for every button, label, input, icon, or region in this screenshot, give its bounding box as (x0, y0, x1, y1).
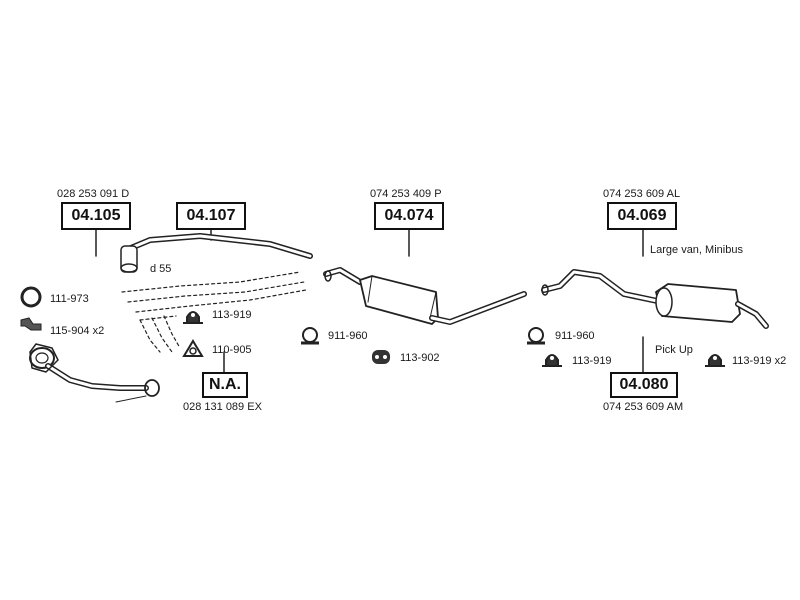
ref-04069: 074 253 609 AL (603, 188, 681, 200)
accessory-911-960-middle: 911-960 (328, 330, 368, 342)
gasket-icon (182, 339, 204, 357)
accessory-110-905: 110-905 (212, 344, 252, 356)
vehicle-note-04069: Large van, Minibus (650, 244, 743, 256)
rubber-mount-icon (183, 311, 203, 324)
ref-04105: 028 253 091 D (57, 188, 130, 200)
part-box-04105[interactable]: 04.105 (61, 202, 131, 230)
rubber-mount-icon-pair (705, 354, 725, 367)
part-box-04074[interactable]: 04.074 (374, 202, 444, 230)
accessory-911-960-right: 911-960 (555, 330, 595, 342)
part-box-na[interactable]: N.A. (202, 372, 248, 398)
rubber-mount-icon-right (542, 354, 562, 367)
seal-ring-icon (20, 286, 42, 308)
front-pipe-04107 (120, 233, 313, 273)
ref-na: 028 131 089 EX (183, 401, 262, 413)
middle-muffler-04074 (323, 267, 527, 325)
u-clamp-icon-right (527, 327, 545, 345)
part-box-04069[interactable]: 04.069 (607, 202, 677, 230)
part-box-04107[interactable]: 04.107 (176, 202, 246, 230)
accessory-115-904: 115-904 x2 (50, 325, 105, 337)
diameter-note-04107: d 55 (150, 263, 172, 275)
part-box-04080[interactable]: 04.080 (610, 372, 678, 398)
vehicle-note-04080: Pick Up (655, 344, 693, 356)
rubber-hanger-icon (372, 350, 390, 364)
rear-muffler-04069 (541, 269, 769, 329)
dashed-alternative-pipes (121, 271, 307, 353)
accessory-113-919-x2: 113-919 x2 (732, 355, 787, 367)
ref-04080: 074 253 609 AM (603, 401, 684, 413)
accessory-111-973: 111-973 (50, 293, 89, 305)
u-clamp-icon-middle (301, 327, 319, 345)
accessory-113-902: 113-902 (400, 352, 440, 364)
downpipe-04105 (29, 343, 160, 403)
accessory-113-919-right: 113-919 (572, 355, 612, 367)
ref-04074: 074 253 409 P (370, 188, 442, 200)
bracket-clamp-icon (20, 317, 42, 331)
accessory-113-919-left: 113-919 (212, 309, 252, 321)
